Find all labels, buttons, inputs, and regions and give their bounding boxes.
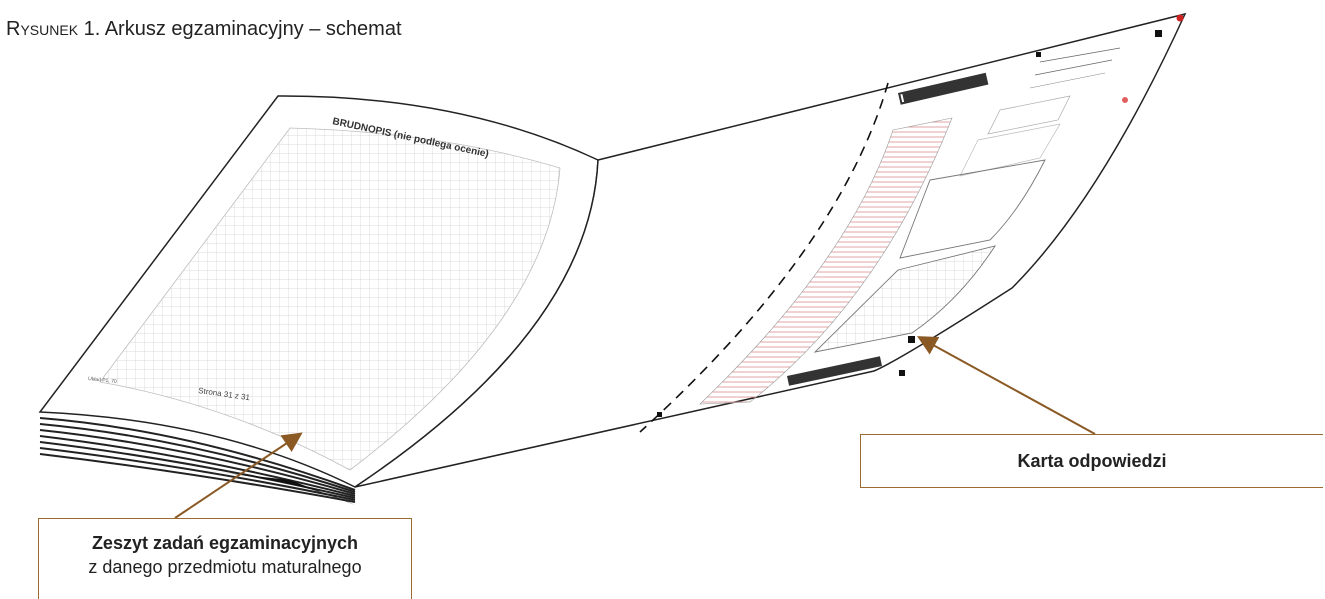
booklet-page-stack (39, 417, 356, 505)
caption-initial: R (6, 18, 21, 40)
barcode-bottom (787, 356, 883, 386)
caption-smallcaps: YSUNEK (20, 22, 79, 38)
booklet-arrow (174, 432, 303, 519)
callout-answer-card: Karta odpowiedzi (860, 434, 1323, 488)
answer-card-sheet (354, 12, 1187, 488)
caption-text: 1. Arkusz egzaminacyjny – schemat (78, 18, 402, 40)
card-arrow (916, 336, 1096, 435)
figure-caption: RYSUNEK 1. Arkusz egzaminacyjny – schema… (6, 18, 402, 41)
callout-booklet-subtitle: z danego przedmiotu maturalnego (88, 557, 362, 577)
callout-booklet-title: Zeszyt zadań egzaminacyjnych (91, 533, 359, 553)
answer-card (657, 14, 1184, 417)
booklet-footer-left: Układ P1, 70 (88, 376, 117, 385)
draft-grid (99, 127, 561, 471)
callout-card-title: Karta odpowiedzi (1017, 451, 1167, 471)
perforation-line (639, 82, 889, 433)
answer-grid (699, 117, 953, 405)
barcode-top (897, 72, 989, 105)
callout-booklet: Zeszyt zadań egzaminacyjnych z danego pr… (38, 518, 412, 599)
